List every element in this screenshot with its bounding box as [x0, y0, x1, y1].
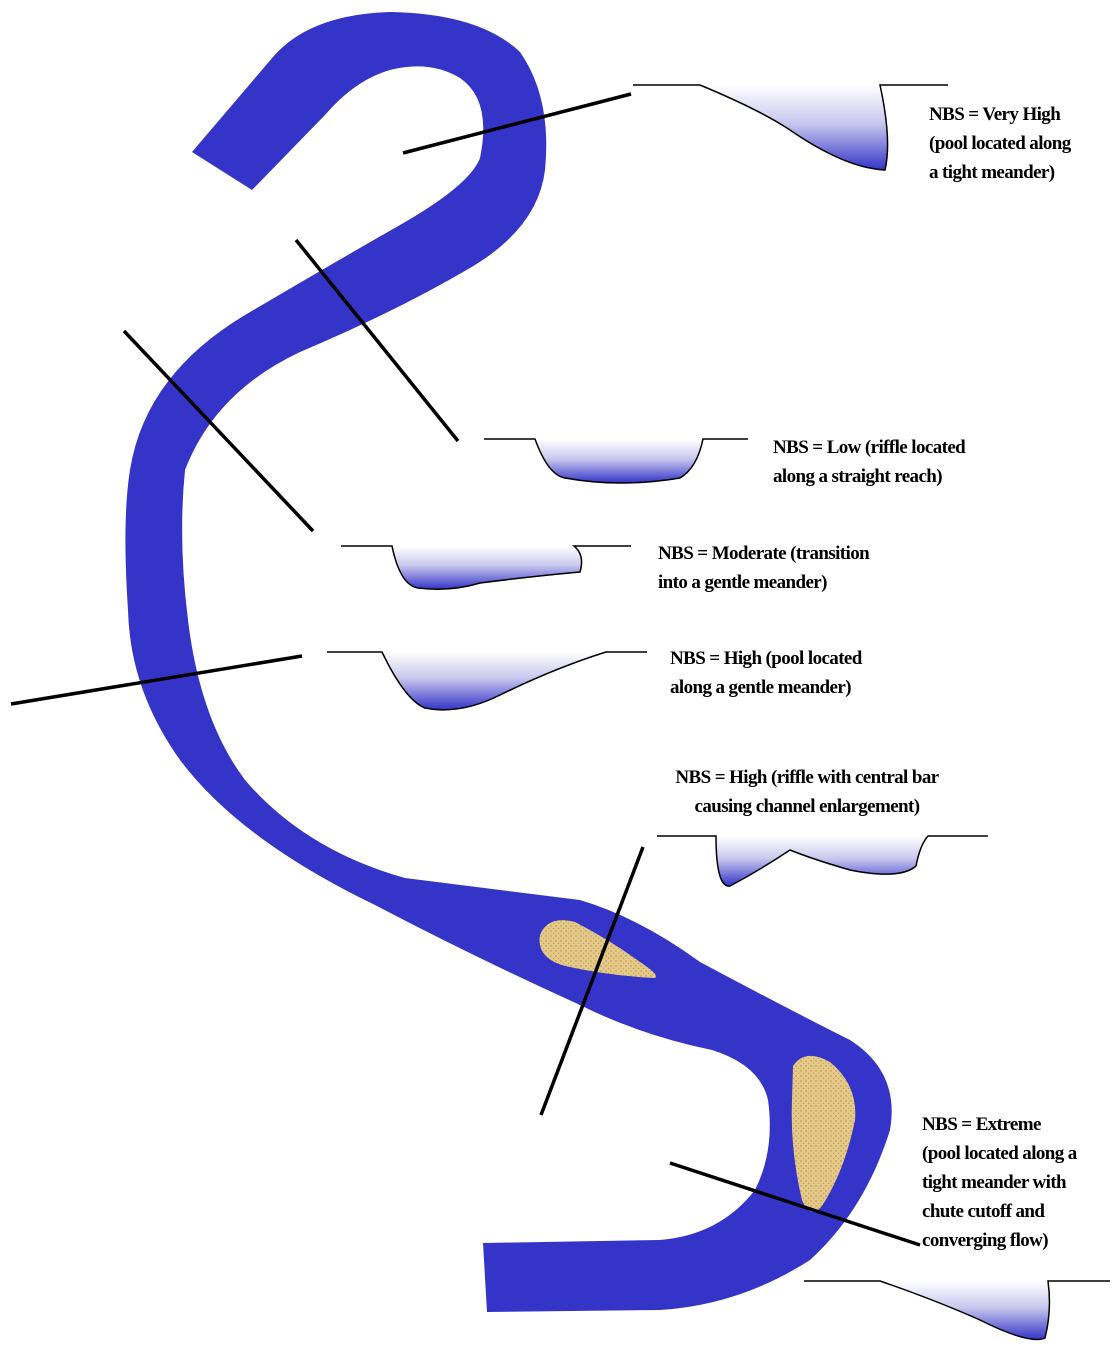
label-very-high-line-3: a tight meander) — [929, 158, 1071, 187]
label-low: NBS = Low (riffle located along a straig… — [773, 433, 965, 491]
label-very-high: NBS = Very High (pool located along a ti… — [929, 100, 1071, 187]
label-extreme-line-4: chute cutoff and — [922, 1197, 1077, 1226]
label-extreme-line-2: (pool located along a — [922, 1139, 1077, 1168]
label-moderate: NBS = Moderate (transition into a gentle… — [658, 539, 869, 597]
label-low-line-1: NBS = Low (riffle located — [773, 433, 965, 462]
label-high-riffle-line-2: causing channel enlargement) — [637, 792, 977, 821]
cross-section-high-riffle — [657, 836, 988, 886]
cross-section-high-pool — [327, 652, 647, 710]
label-moderate-line-2: into a gentle meander) — [658, 568, 869, 597]
label-high-riffle-line-1: NBS = High (riffle with central bar — [637, 763, 977, 792]
cross-section-very-high — [633, 85, 948, 170]
label-high-riffle: NBS = High (riffle with central bar caus… — [637, 763, 977, 821]
label-low-line-2: along a straight reach) — [773, 462, 965, 491]
cross-section-moderate — [341, 546, 631, 589]
label-high-pool-line-1: NBS = High (pool located — [670, 644, 862, 673]
label-extreme-line-3: tight meander with — [922, 1168, 1077, 1197]
label-extreme-line-5: converging flow) — [922, 1226, 1077, 1255]
label-high-pool: NBS = High (pool located along a gentle … — [670, 644, 862, 702]
label-extreme-line-1: NBS = Extreme — [922, 1110, 1077, 1139]
label-very-high-line-2: (pool located along — [929, 129, 1071, 158]
cross-section-low — [484, 439, 748, 483]
label-high-pool-line-2: along a gentle meander) — [670, 673, 862, 702]
cross-section-extreme — [804, 1281, 1110, 1340]
label-very-high-line-1: NBS = Very High — [929, 100, 1071, 129]
label-extreme: NBS = Extreme (pool located along a tigh… — [922, 1110, 1077, 1255]
label-moderate-line-1: NBS = Moderate (transition — [658, 539, 869, 568]
